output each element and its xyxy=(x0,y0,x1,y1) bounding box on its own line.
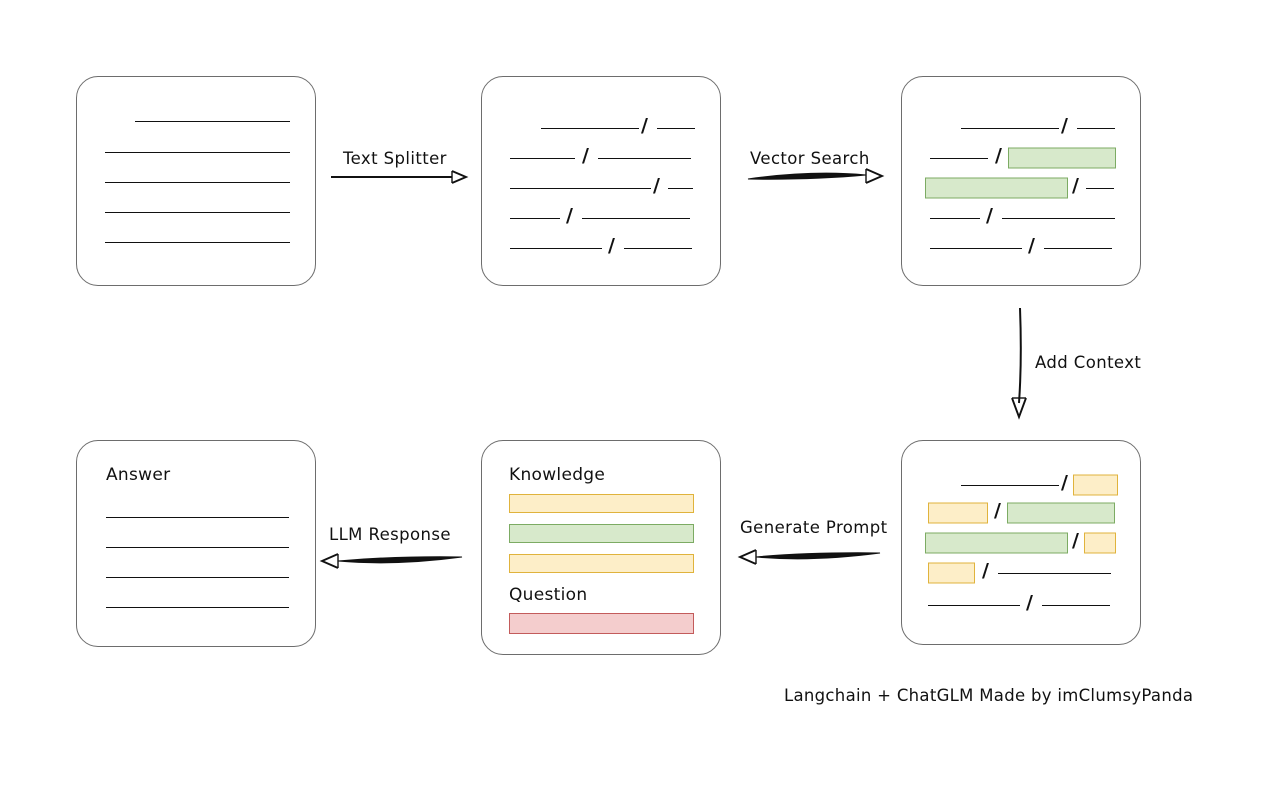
text-rule xyxy=(657,128,695,129)
text-rule xyxy=(1042,605,1110,606)
text-rule xyxy=(510,158,575,159)
text-rule xyxy=(106,577,289,578)
chunk-separator: / xyxy=(1072,529,1079,552)
text-rule xyxy=(106,607,289,608)
highlight-chip-yellow xyxy=(928,502,988,524)
text-rule xyxy=(598,158,691,159)
edge-label-vector-search: Vector Search xyxy=(750,149,870,168)
edge-label-add-context: Add Context xyxy=(1035,353,1142,372)
text-rule xyxy=(930,248,1022,249)
chunk-separator: / xyxy=(982,559,989,582)
prompt-bar-green xyxy=(509,524,694,543)
text-rule xyxy=(510,218,560,219)
text-rule xyxy=(998,573,1111,574)
text-rule xyxy=(961,485,1059,486)
answer-card xyxy=(76,440,316,647)
add-context-arrow xyxy=(1011,307,1027,420)
text-rule xyxy=(510,248,602,249)
highlight-chip-green xyxy=(925,177,1068,199)
text-rule xyxy=(510,188,651,189)
question-heading: Question xyxy=(509,585,588,605)
text-rule xyxy=(1086,188,1114,189)
prompt-bar-yellow xyxy=(509,494,694,513)
chunk-separator: / xyxy=(582,144,589,167)
text-rule xyxy=(930,218,980,219)
highlight-chip-yellow xyxy=(928,562,975,584)
text-splitter-arrow xyxy=(331,170,469,184)
text-rule xyxy=(928,605,1020,606)
chunk-separator: / xyxy=(641,114,648,137)
chunk-separator: / xyxy=(566,204,573,227)
chunk-separator: / xyxy=(1072,174,1079,197)
edge-label-text-splitter: Text Splitter xyxy=(343,149,447,168)
text-rule xyxy=(541,128,639,129)
text-rule xyxy=(1002,218,1115,219)
text-rule xyxy=(930,158,988,159)
text-rule xyxy=(106,517,289,518)
highlight-chip-green xyxy=(1008,147,1116,169)
text-rule xyxy=(1044,248,1112,249)
chunk-separator: / xyxy=(994,499,1001,522)
highlight-chip-green xyxy=(1007,502,1115,524)
footer-credit: Langchain + ChatGLM Made by imClumsyPand… xyxy=(784,686,1194,705)
text-rule xyxy=(624,248,692,249)
text-rule xyxy=(961,128,1059,129)
chunk-separator: / xyxy=(1061,471,1068,494)
chunk-separator: / xyxy=(995,144,1002,167)
highlight-chip-yellow xyxy=(1073,474,1118,496)
source-document-card xyxy=(76,76,316,286)
knowledge-heading: Knowledge xyxy=(509,465,606,485)
text-rule xyxy=(105,212,290,213)
edge-label-llm-response: LLM Response xyxy=(329,525,451,544)
text-rule xyxy=(105,242,290,243)
chunk-separator: / xyxy=(1026,591,1033,614)
text-rule xyxy=(106,547,289,548)
text-rule xyxy=(105,182,290,183)
llm-response-arrow xyxy=(319,553,463,569)
highlight-chip-green xyxy=(925,532,1068,554)
chunk-separator: / xyxy=(986,204,993,227)
chunk-separator: / xyxy=(1028,234,1035,257)
text-rule xyxy=(1077,128,1115,129)
chunk-separator: / xyxy=(653,174,660,197)
highlight-chip-yellow xyxy=(1084,532,1116,554)
split-chunks-card xyxy=(481,76,721,286)
prompt-bar-yellow xyxy=(509,554,694,573)
prompt-bar-red xyxy=(509,613,694,634)
text-rule xyxy=(135,121,290,122)
answer-heading: Answer xyxy=(106,465,171,485)
edge-label-generate-prompt: Generate Prompt xyxy=(740,518,888,537)
text-rule xyxy=(105,152,290,153)
text-rule xyxy=(582,218,690,219)
text-rule xyxy=(668,188,693,189)
vector-search-arrow xyxy=(747,168,885,184)
generate-prompt-arrow xyxy=(737,549,881,565)
chunk-separator: / xyxy=(1061,114,1068,137)
chunk-separator: / xyxy=(608,234,615,257)
